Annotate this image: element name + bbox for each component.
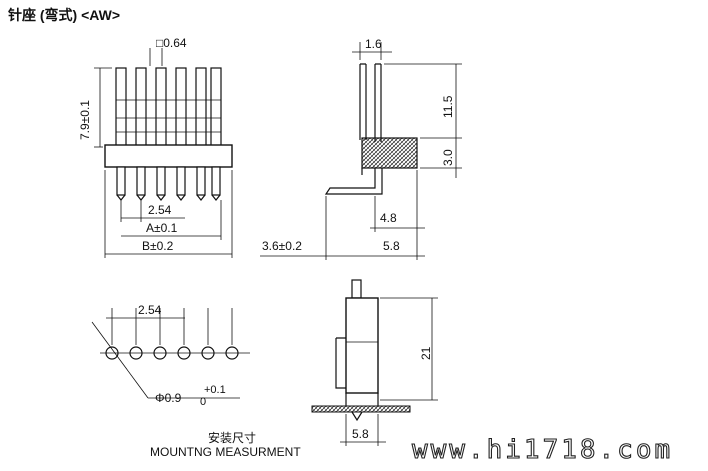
side-view: 1.6 11.5 3.0 4.8 3.6±0.2 5.8 [260,37,462,260]
pin-size-label: □0.64 [156,36,187,50]
watermark: www.hi1718.com [412,435,673,465]
dim-21-label: 21 [419,346,433,360]
dim-1-6-label: 1.6 [365,37,382,51]
hole-tol-plus: +0.1 [204,384,226,396]
dim-b-label: B±0.2 [142,239,174,253]
dim-4-8-label: 4.8 [380,211,397,225]
drawing-title: 针座 (弯式) <AW> [7,7,120,23]
bottom-side-view: 21 5.8 [311,279,438,446]
front-view-housing [104,144,233,168]
dim-11-5-label: 11.5 [441,95,455,118]
pcb-pitch-label: 2.54 [138,303,162,317]
hole-tol-zero: 0 [200,396,206,408]
hole-dia-label: Φ0.9 [155,391,182,405]
dim-a-label: A±0.1 [146,221,178,235]
caption-en: MOUNTNG MEASURMENT [150,445,301,459]
caption-cn: 安装尺寸 [208,430,256,445]
pcb-layout: 2.54 Φ0.9 +0.1 0 安装尺寸 MOUNTNG MEASURMENT [91,303,301,459]
front-view-pins [115,67,222,149]
dim-3-0-label: 3.0 [441,149,455,166]
front-view: □0.64 7.9±0.1 2.54 A±0.1 B±0.2 [78,36,233,258]
bottom-view-housing [345,297,379,394]
bottom-dim-5-8-label: 5.8 [352,427,369,441]
dim-5-8-label: 5.8 [383,239,400,253]
front-pitch-label: 2.54 [148,203,172,217]
dim-3-6-label: 3.6±0.2 [262,239,302,253]
height-label: 7.9±0.1 [78,100,92,140]
side-view-housing [361,137,418,169]
